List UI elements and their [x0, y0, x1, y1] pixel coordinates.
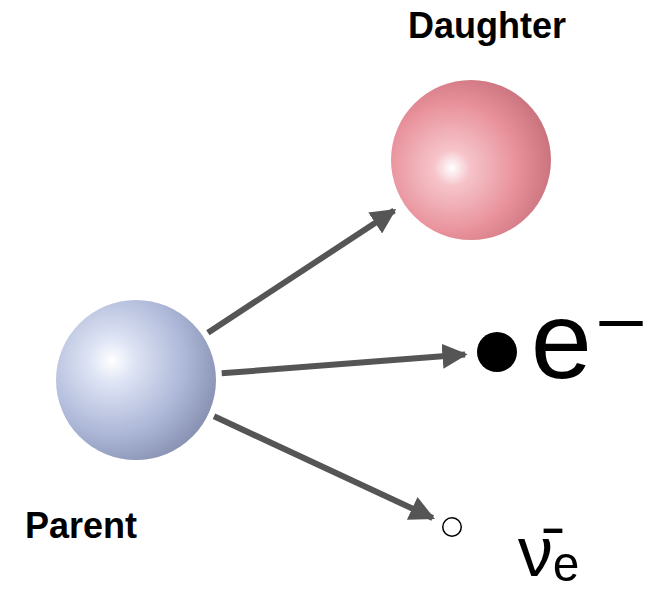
decay-arrow	[214, 416, 433, 518]
particle-label: Parent	[25, 508, 137, 544]
sphere-shape	[56, 300, 216, 460]
sphere	[391, 80, 551, 240]
particle-label: Daughter	[408, 8, 566, 44]
decay-arrow	[208, 211, 394, 333]
particle-label: ν̄ₑ	[518, 517, 579, 587]
electron: e⁻	[477, 332, 517, 372]
sphere	[443, 518, 462, 537]
sphere-shape	[442, 517, 462, 537]
particle-label: e⁻	[531, 285, 650, 395]
sphere	[56, 300, 216, 460]
antineutrino: ν̄ₑ	[442, 517, 462, 537]
sphere-shape	[391, 80, 551, 240]
sphere-shape	[477, 332, 517, 372]
daughter-nucleus: Daughter	[391, 80, 551, 240]
decay-arrow	[222, 355, 465, 374]
parent-nucleus: Parent	[56, 300, 216, 460]
sphere	[477, 332, 517, 372]
